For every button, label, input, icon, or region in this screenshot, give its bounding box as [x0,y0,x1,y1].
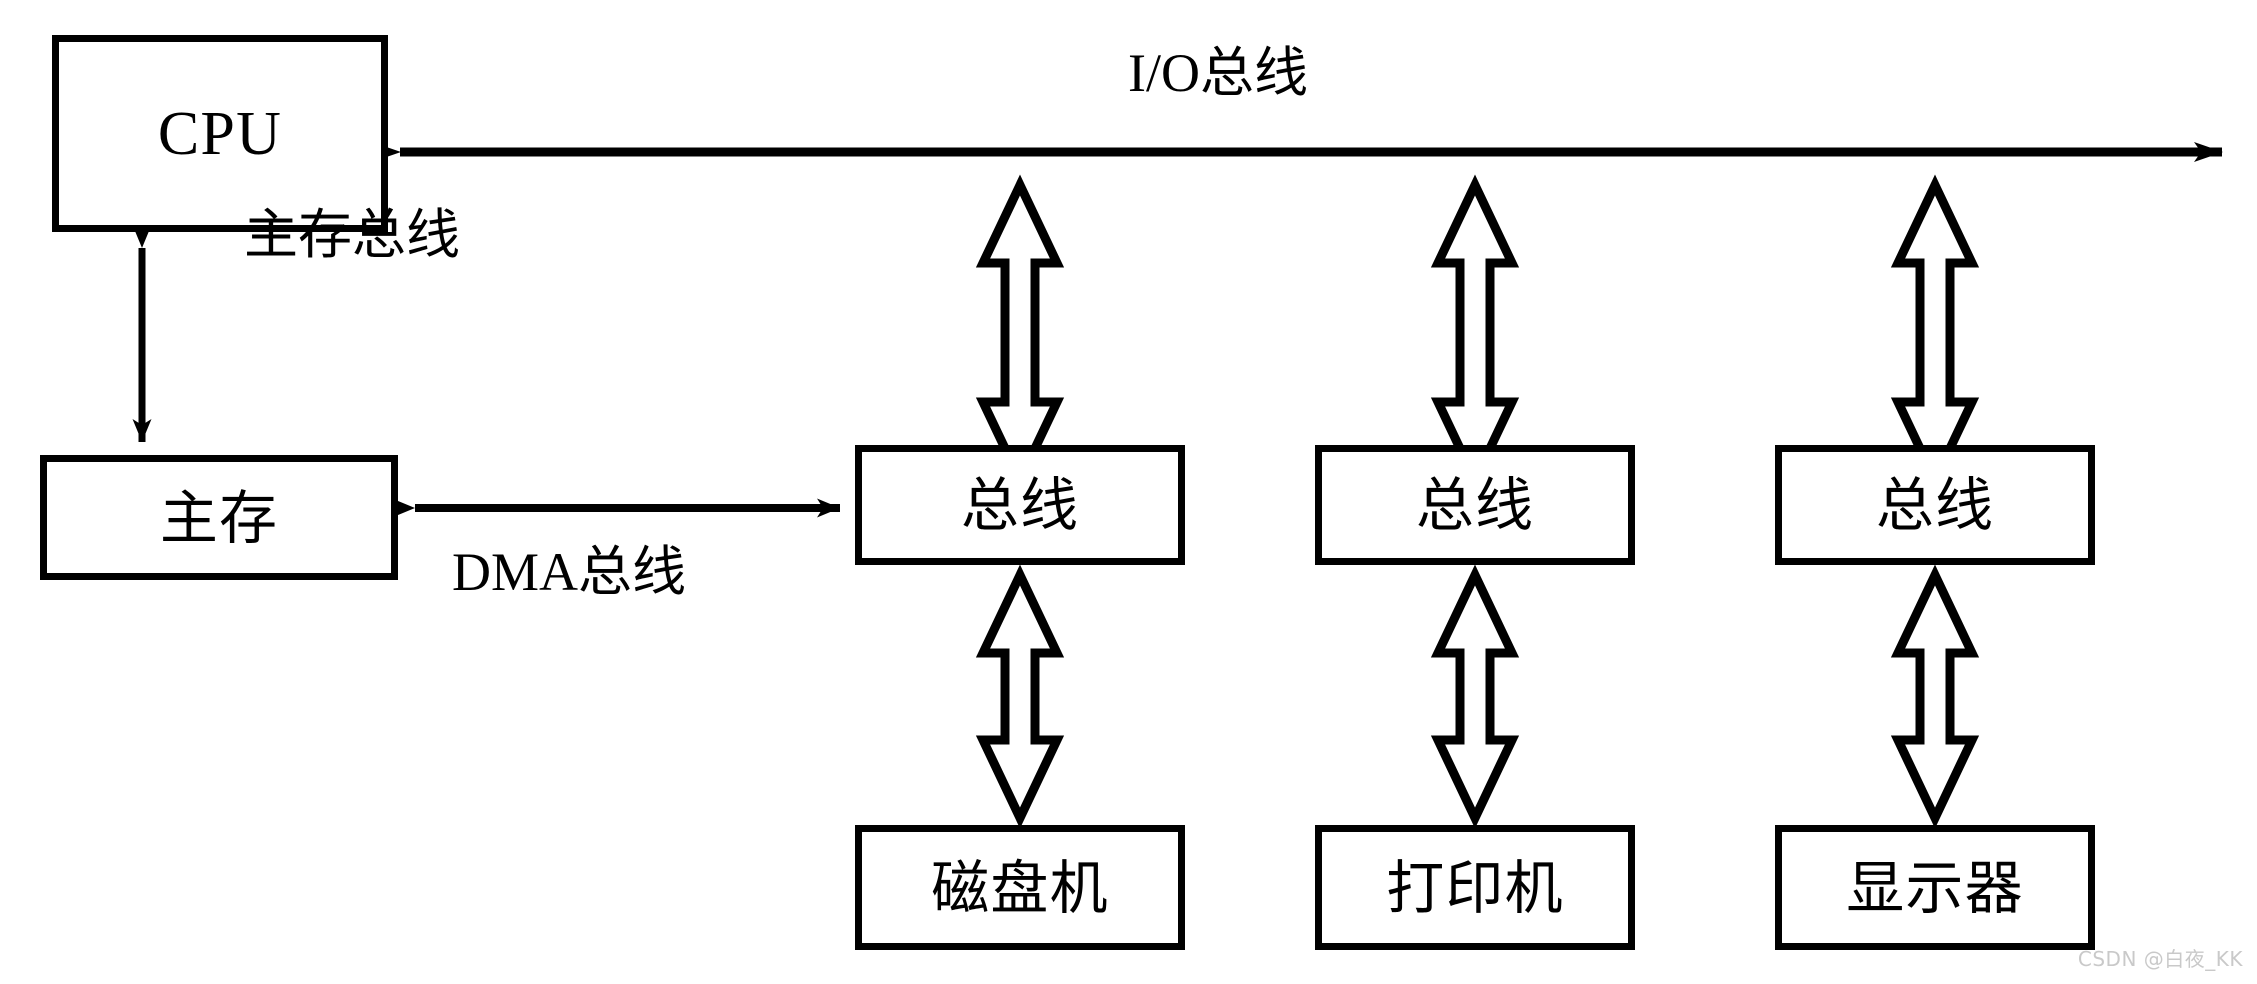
node-main-memory-label: 主存 [159,483,279,552]
hollow-arrow-io-to-bus3 [1890,174,1980,491]
dma-bus-label: DMA总线 [452,540,687,603]
node-disk-drive[interactable]: 磁盘机 [855,825,1185,950]
hollow-arrow-bus1-to-disk [975,564,1065,829]
node-cpu[interactable]: CPU [52,35,388,232]
watermark: CSDN @白夜_KK [2077,947,2243,971]
hollow-arrow-io-to-bus2 [1430,174,1520,491]
hollow-arrow-bus2-to-printer [1430,564,1520,829]
node-monitor-label: 显示器 [1846,853,2024,922]
memory-bus-label: 主存总线 [244,203,460,266]
hollow-arrow-bus3-to-monitor [1890,564,1980,829]
node-printer[interactable]: 打印机 [1315,825,1635,950]
node-main-memory[interactable]: 主存 [40,455,398,580]
node-bus-1-label: 总线 [960,471,1080,539]
node-bus-2-label: 总线 [1415,471,1535,539]
node-disk-drive-label: 磁盘机 [931,853,1109,922]
node-bus-1[interactable]: 总线 [855,445,1185,565]
hollow-arrow-io-to-bus1 [975,174,1065,491]
node-bus-2[interactable]: 总线 [1315,445,1635,565]
node-bus-3-label: 总线 [1875,471,1995,539]
node-cpu-label: CPU [157,99,283,168]
node-bus-3[interactable]: 总线 [1775,445,2095,565]
node-monitor[interactable]: 显示器 [1775,825,2095,950]
node-printer-label: 打印机 [1386,853,1564,922]
io-bus-label: I/O总线 [1128,41,1308,104]
